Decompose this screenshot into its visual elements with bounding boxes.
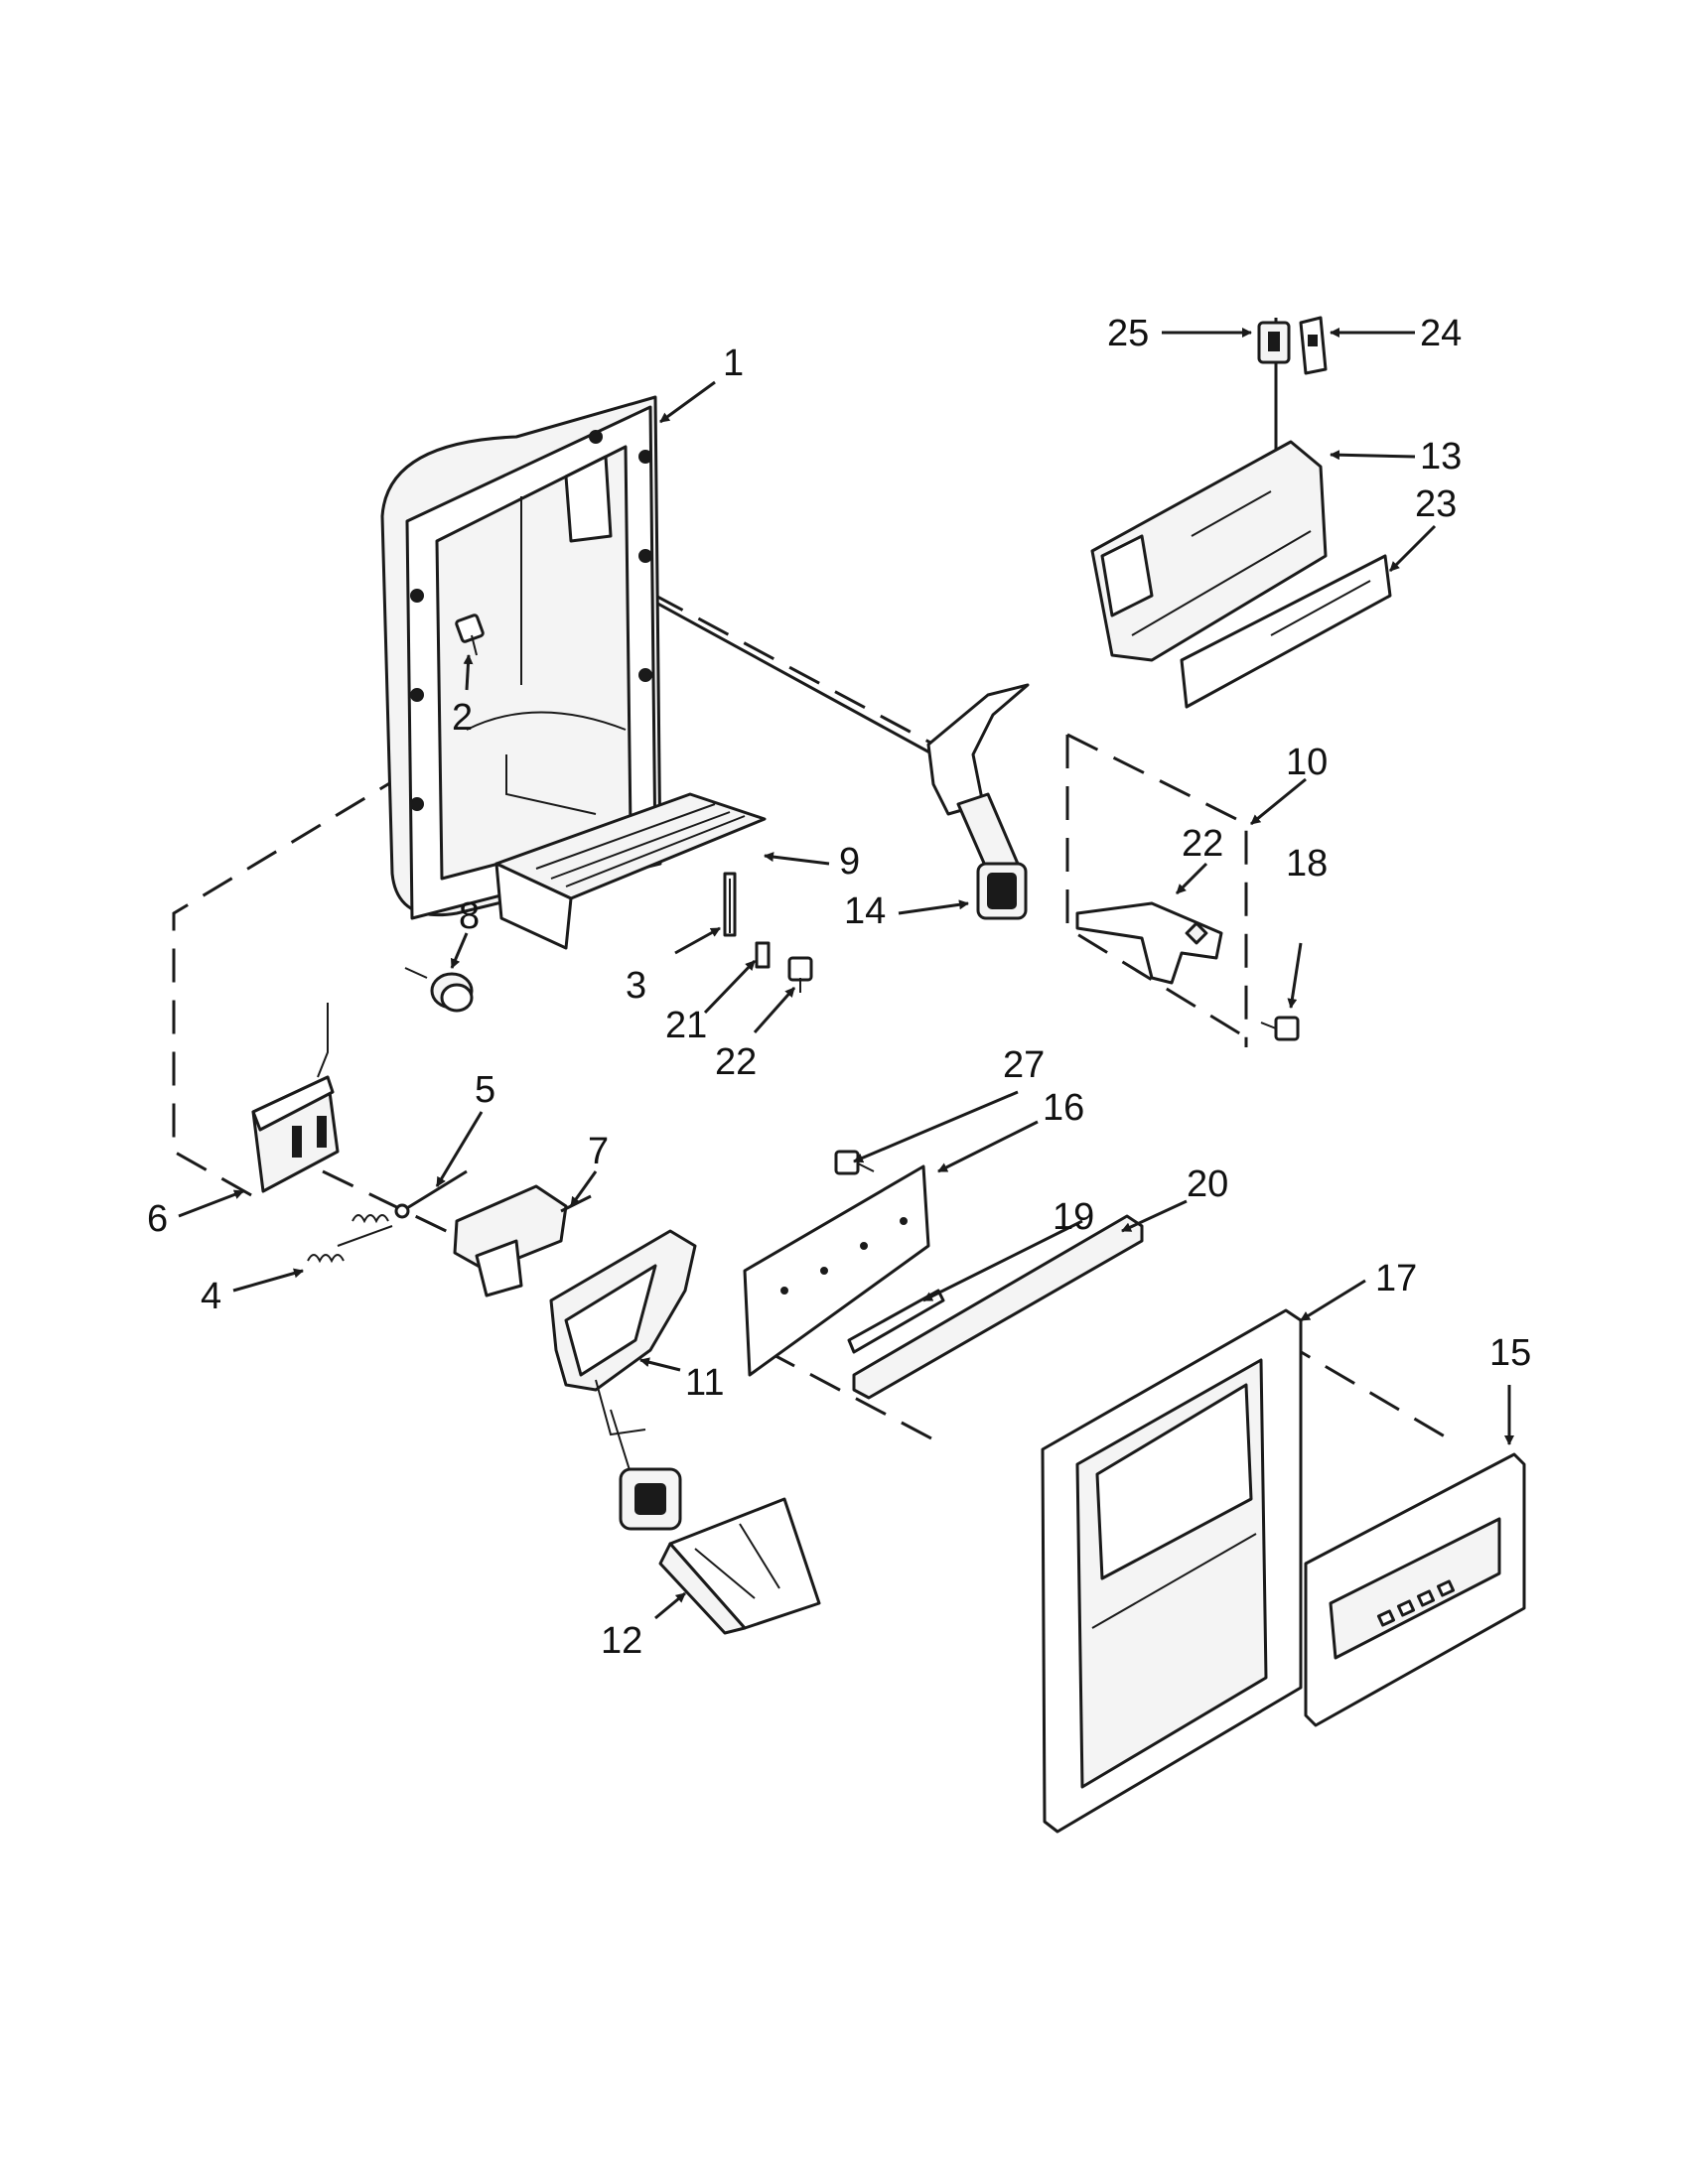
actuator-lever: [926, 683, 1030, 920]
dispenser-facade-frame: [1041, 1308, 1303, 1834]
callout-23: 23: [1415, 483, 1457, 525]
bracket-screw: [1260, 1016, 1300, 1041]
callout-3: 3: [626, 965, 646, 1007]
callout-25: 25: [1107, 313, 1149, 354]
callout-8: 8: [459, 895, 480, 937]
callout-4: 4: [201, 1276, 221, 1317]
callout-11: 11: [685, 1362, 724, 1404]
callout-12: 12: [601, 1620, 642, 1662]
callout-6: 6: [147, 1198, 168, 1240]
mounting-screw: [787, 956, 813, 993]
callout-20: 20: [1187, 1163, 1228, 1205]
callout-9: 9: [839, 841, 860, 883]
control-board: [1180, 554, 1392, 709]
chute-cup: [658, 1497, 821, 1635]
callout-13: 13: [1420, 436, 1462, 478]
shield-plate: [743, 1164, 930, 1377]
callout-27: 27: [1003, 1044, 1045, 1086]
led-strip: [847, 1289, 945, 1354]
torsion-spring: [307, 1214, 393, 1264]
callout-17: 17: [1375, 1258, 1417, 1299]
ice-chute-housing: [549, 1229, 697, 1436]
callout-7: 7: [588, 1131, 609, 1172]
callout-24: 24: [1420, 313, 1462, 354]
callout-18: 18: [1286, 843, 1328, 885]
screw: [455, 614, 485, 656]
dispenser-housing-frame: [380, 395, 662, 920]
switch-bracket: [1075, 901, 1223, 985]
switch-cover-plate: [1299, 316, 1328, 375]
callout-15: 15: [1489, 1332, 1531, 1374]
callout-22-lower: 22: [715, 1041, 757, 1083]
callout-2: 2: [452, 697, 473, 739]
switch-module: [1257, 321, 1291, 364]
callout-14: 14: [844, 890, 886, 932]
motor: [404, 967, 474, 1013]
flapper-bracket: [453, 1184, 592, 1297]
control-housing: [1090, 440, 1328, 662]
callout-22-upper: 22: [1182, 823, 1223, 865]
callout-labels: 1 2 25 24 13 23 10 22 18 8 9 14 3 21 22 …: [147, 313, 1531, 1662]
callout-leaders: [178, 328, 1514, 1620]
callout-1: 1: [723, 342, 744, 384]
control-panel-cover: [1304, 1452, 1526, 1727]
small-plate: [755, 941, 771, 969]
callout-21: 21: [665, 1005, 707, 1046]
callout-19: 19: [1053, 1196, 1094, 1238]
light-bar: [852, 1214, 1144, 1400]
callout-5: 5: [475, 1069, 495, 1111]
spring-clip: [723, 872, 737, 937]
pin: [394, 1169, 468, 1219]
solenoid: [251, 1003, 340, 1193]
callout-10: 10: [1286, 742, 1328, 783]
callout-16: 16: [1043, 1087, 1084, 1129]
drip-tray: [494, 792, 767, 950]
chute-pad: [610, 1409, 682, 1531]
